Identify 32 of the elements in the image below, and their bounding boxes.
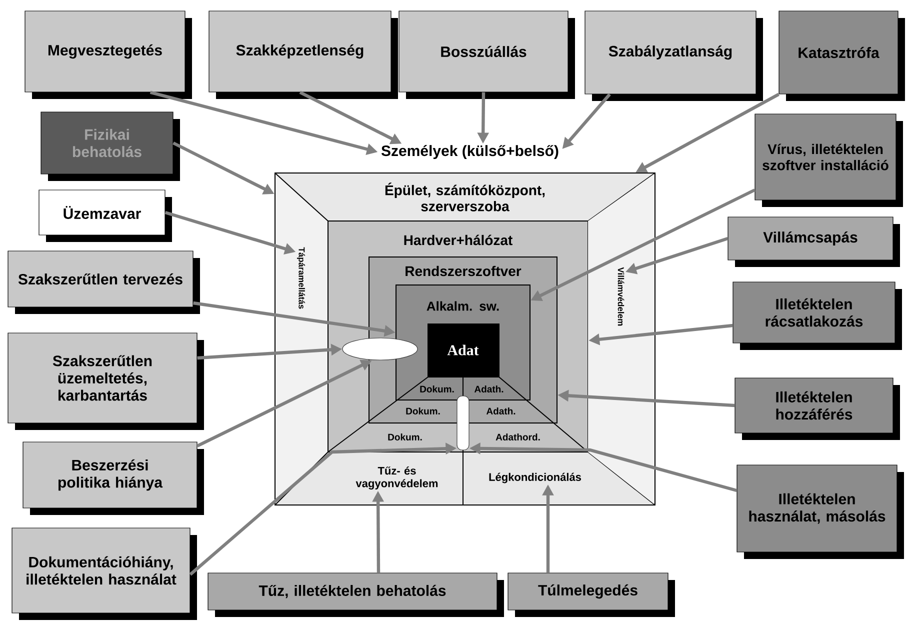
data-box: Adat <box>428 324 500 378</box>
cause-box: Tűz, illetéktelen behatolás <box>208 572 504 617</box>
region-label: Dokum. <box>406 408 440 414</box>
region-label: Légkondicionálás <box>489 472 581 484</box>
cause-box: Beszerzési politika hiánya <box>22 442 204 515</box>
cause-box: Szabályzatlanság <box>584 10 763 101</box>
cause-box: Túlmelegedés <box>508 572 675 617</box>
vertical-label: Villámvédelem <box>618 267 624 326</box>
cause-box: Villámcsapás <box>728 216 900 267</box>
cause-box: Illetéktelen hozzáférés <box>734 378 900 440</box>
cause-box: Katasztrófa <box>778 10 905 101</box>
ellipse-shape <box>342 338 418 360</box>
cause-box: Illetéktelen rácsatlakozás <box>732 282 902 350</box>
cause-box: Üzemzavar <box>38 190 172 242</box>
cause-box: Vírus, illetéktelen szoftver installáció <box>754 114 903 207</box>
cause-box: Dokumentációhiány, illetéktelen használat <box>12 528 197 620</box>
cause-box: Fizikai behatolás <box>40 112 180 181</box>
vertical-label: Tápáramellátás <box>297 247 305 309</box>
cause-box: Megvesztegetés <box>24 10 192 99</box>
region-label: Adath. <box>474 386 504 392</box>
region-label: Adathord. <box>496 434 540 440</box>
cause-box: Szakszerűtlen üzemeltetés, karbantartás <box>8 332 204 430</box>
cause-box: Szakképzetlenség <box>208 10 398 99</box>
cause-box: Szakszerűtlen tervezés <box>8 250 200 314</box>
region-label: Személyek (külső+belső) <box>381 144 558 160</box>
region-label: Dokum. <box>420 386 454 392</box>
region-label: Adath. <box>486 408 516 414</box>
cause-box: Bosszúállás <box>398 10 575 99</box>
region-label: Dokum. <box>388 434 422 440</box>
capsule-shape <box>456 396 470 450</box>
cause-box: Illetéktelen használat, másolás <box>736 464 904 559</box>
region-label: Tűz- és vagyonvédelem <box>356 466 438 490</box>
